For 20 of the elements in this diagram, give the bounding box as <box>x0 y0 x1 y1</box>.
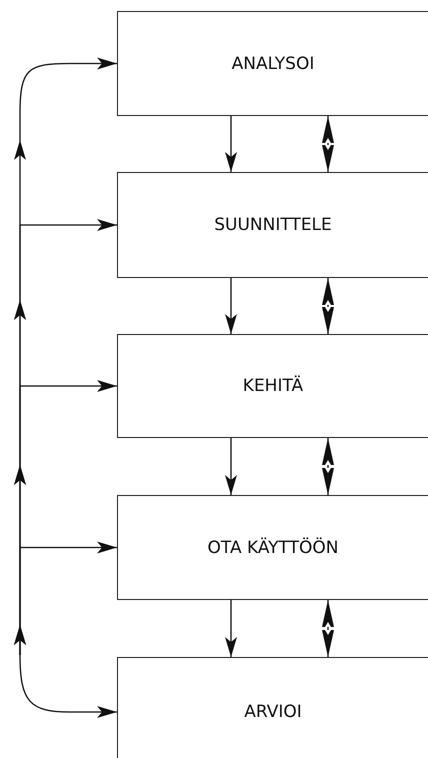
process-box <box>117 657 428 758</box>
box-label: ARVIOI <box>244 702 302 722</box>
box-label: KEHITÄ <box>242 376 304 396</box>
process-box <box>117 11 428 116</box>
double-arrow <box>322 116 334 172</box>
arrow <box>14 542 117 655</box>
process-box <box>117 495 428 600</box>
box-label: OTA KÄYTTÖÖN <box>208 538 338 558</box>
process-box <box>117 334 428 438</box>
arrow <box>225 116 237 172</box>
box-label: ANALYSOI <box>232 54 314 74</box>
double-arrow <box>322 600 334 657</box>
arrow <box>225 438 237 495</box>
arrow <box>225 278 237 334</box>
arrow <box>19 654 117 718</box>
double-arrow <box>322 438 334 495</box>
box-label: SUUNNITTELE <box>214 215 332 235</box>
process-box <box>117 172 428 278</box>
arrow <box>225 600 237 657</box>
double-arrow <box>322 278 334 334</box>
